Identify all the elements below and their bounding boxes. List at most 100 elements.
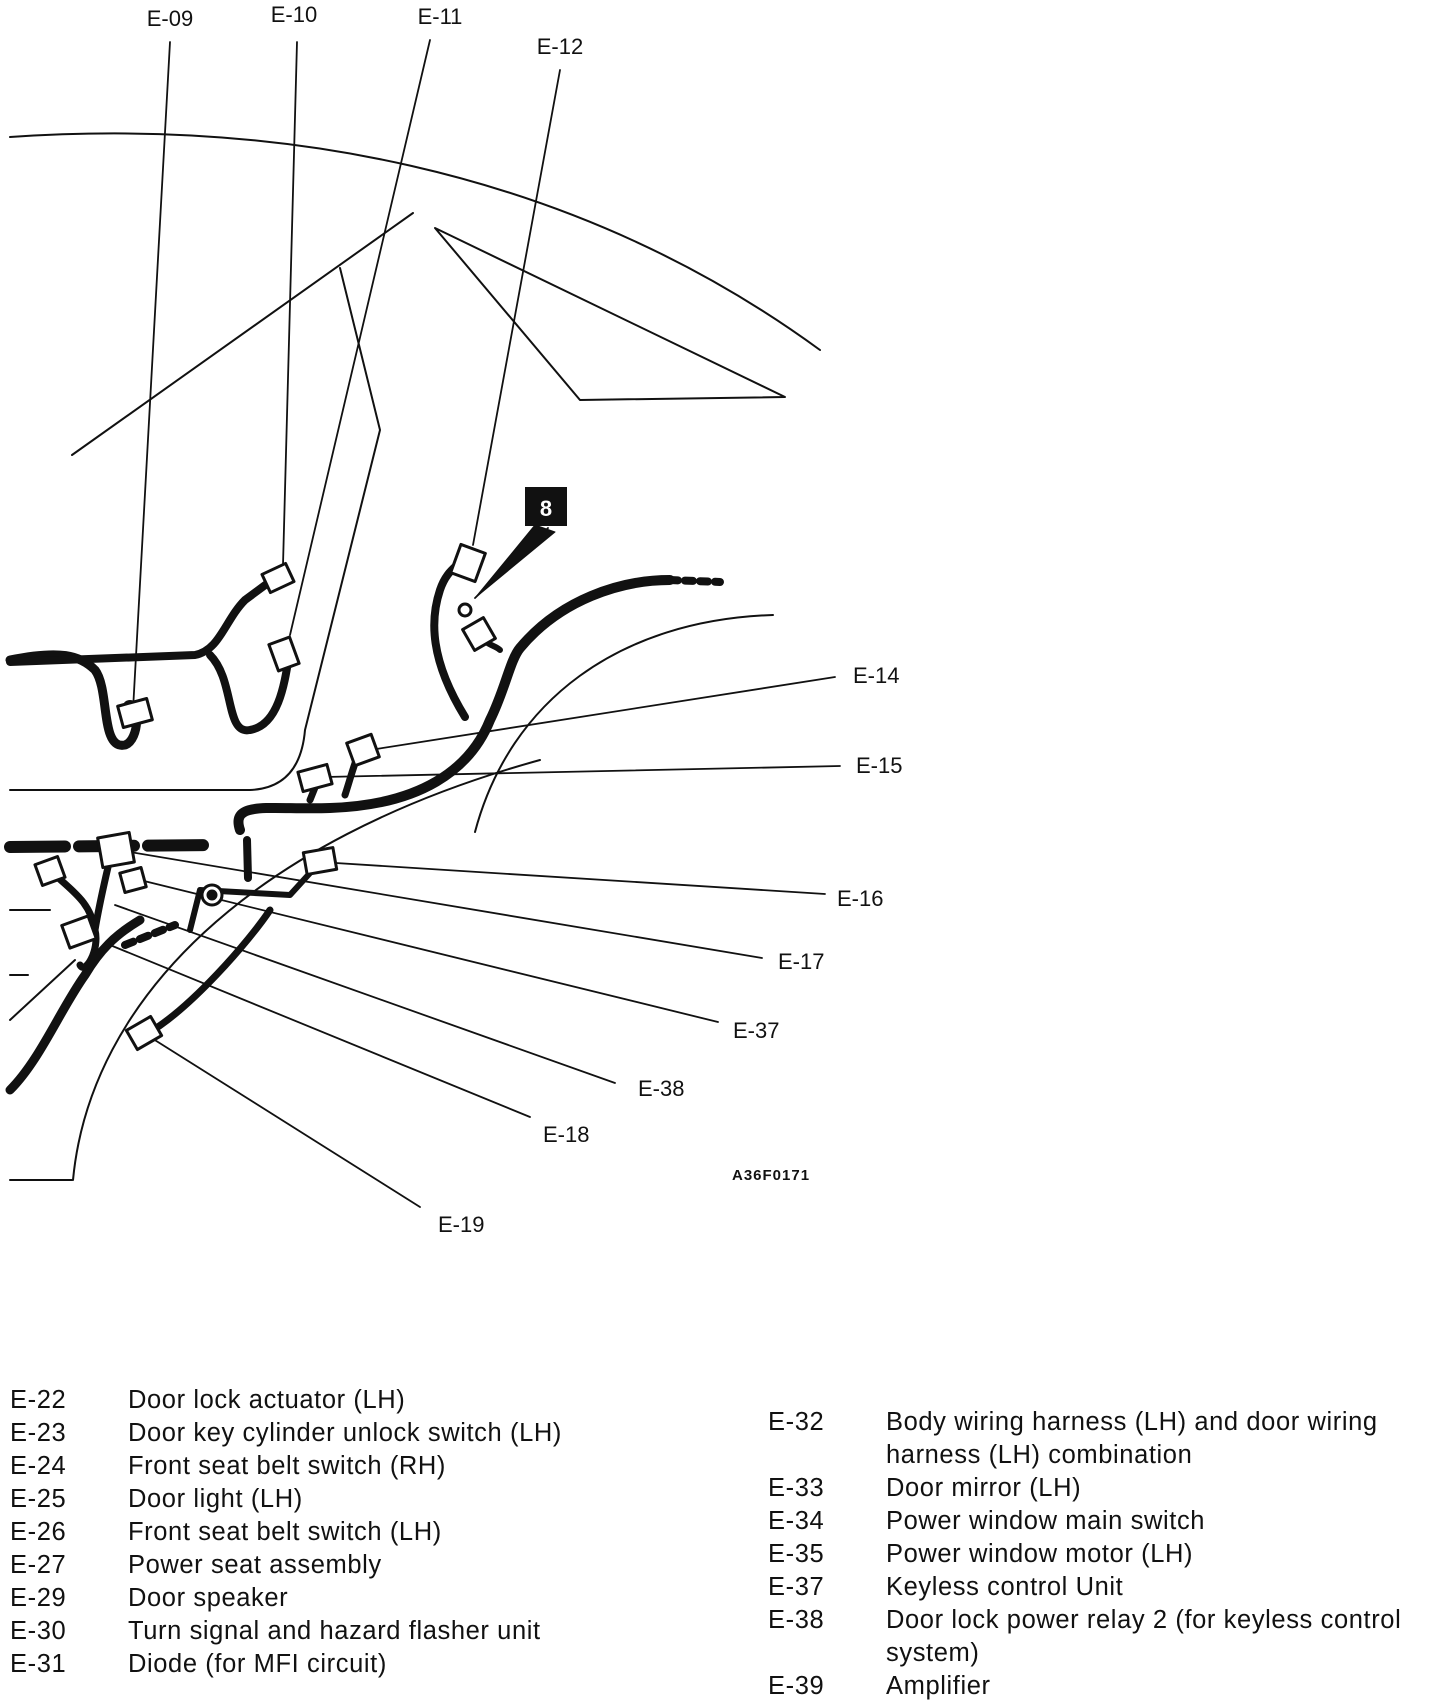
connector-relay-stud xyxy=(457,602,473,618)
badge-pointer xyxy=(474,524,556,599)
leader-e12 xyxy=(472,69,561,546)
harness-16 xyxy=(187,859,323,933)
legend-desc: Power window motor (LH) xyxy=(886,1540,1194,1568)
connector-e10 xyxy=(260,561,296,595)
harness-upper xyxy=(5,650,142,750)
legend-row: E-27 Power seat assembly xyxy=(10,1549,690,1582)
callout-e10: E-10 xyxy=(271,2,317,27)
harness-upper-branch xyxy=(206,646,294,735)
leader-e16 xyxy=(319,861,826,895)
legend-row: E-30 Turn signal and hazard flasher unit xyxy=(10,1615,690,1648)
legend-code: E-39 xyxy=(768,1672,825,1700)
connector-e18 xyxy=(60,914,98,950)
legend-desc: Power seat assembly xyxy=(128,1551,382,1579)
leader-e19 xyxy=(149,1036,421,1208)
leader-e17 xyxy=(117,849,763,959)
legend-row: E-32 Body wiring harness (LH) and door wi… xyxy=(768,1406,1440,1472)
callout-e09: E-09 xyxy=(147,6,193,31)
legend-row: E-29 Door speaker xyxy=(10,1582,690,1615)
harness-lower-main xyxy=(5,915,145,1095)
legend-code: E-30 xyxy=(10,1617,67,1645)
section-badge: 8 xyxy=(540,496,552,521)
harness-main xyxy=(233,575,675,835)
legend-desc: Door mirror (LH) xyxy=(886,1474,1082,1502)
connector-e38 xyxy=(33,855,67,887)
legend-code: E-27 xyxy=(10,1551,67,1579)
legend-code: E-25 xyxy=(10,1485,67,1513)
connector-relay xyxy=(461,616,497,652)
leader-e18 xyxy=(109,944,531,1118)
harness-riser xyxy=(430,556,469,721)
lower-line-3 xyxy=(9,959,76,1021)
callout-e12: E-12 xyxy=(537,34,583,59)
wiring-harness-diagram: 8 E-09 E-10 E-11 E-12 E-14 E-15 E-16 E-1… xyxy=(4,2,902,1237)
legend-row: E-25 Door light (LH) xyxy=(10,1483,690,1516)
legend-code: E-34 xyxy=(768,1507,825,1535)
legend-desc: Diode (for MFI circuit) xyxy=(128,1650,387,1678)
connector-e09 xyxy=(116,696,154,730)
legend-desc: Door key cylinder unlock switch (LH) xyxy=(128,1419,562,1447)
pillar-line xyxy=(71,212,414,456)
legend-code: E-22 xyxy=(10,1386,67,1414)
legend-desc: Door speaker xyxy=(128,1584,289,1612)
legend-left-column: E-22 Door lock actuator (LH) E-23 Door key… xyxy=(10,1384,690,1681)
connector-e12 xyxy=(449,542,487,584)
legend-code: E-35 xyxy=(768,1540,825,1568)
legend-desc: Turn signal and hazard flasher unit xyxy=(128,1617,541,1645)
leader-e15 xyxy=(324,765,841,778)
callout-e14: E-14 xyxy=(853,663,899,688)
legend-row: E-26 Front seat belt switch (LH) xyxy=(10,1516,690,1549)
legend-right-column: E-32 Body wiring harness (LH) and door wi… xyxy=(768,1406,1440,1703)
connector-e16 xyxy=(301,846,339,876)
section-badge-box xyxy=(525,487,567,526)
legend-row: E-37 Keyless control Unit xyxy=(768,1571,1440,1604)
harness-19 xyxy=(141,906,274,1039)
legend-code: E-23 xyxy=(10,1419,67,1447)
figure-code: A36F0171 xyxy=(732,1167,810,1184)
leader-e11 xyxy=(289,39,431,636)
harness-dashed-top xyxy=(666,576,724,586)
legend-desc: Front seat belt switch (LH) xyxy=(128,1518,442,1546)
legend-code: E-29 xyxy=(10,1584,67,1612)
leader-e38 xyxy=(114,904,616,1084)
connector-e19 xyxy=(124,1014,164,1052)
legend-desc: Amplifier xyxy=(886,1672,991,1700)
harness-dashed-lower xyxy=(121,921,179,949)
legend-code: E-38 xyxy=(768,1606,825,1634)
legend-code: E-32 xyxy=(768,1408,825,1436)
legend-desc: Body wiring harness (LH) and door wiring… xyxy=(886,1408,1378,1469)
leader-e09 xyxy=(132,41,171,711)
callout-e37: E-37 xyxy=(733,1018,779,1043)
fender-arc-outer xyxy=(474,614,774,833)
legend-desc: Door lock actuator (LH) xyxy=(128,1386,406,1414)
leader-e37 xyxy=(139,879,719,1023)
callout-e38: E-38 xyxy=(638,1076,684,1101)
legend-row: E-38 Door lock power relay 2 (for keyless… xyxy=(768,1604,1440,1670)
connector-e17 xyxy=(96,830,136,870)
legend-row: E-22 Door lock actuator (LH) xyxy=(10,1384,690,1417)
callout-e11: E-11 xyxy=(418,4,463,29)
legend-row: E-39 Amplifier xyxy=(768,1670,1440,1703)
connector-e11 xyxy=(267,635,301,673)
legend-code: E-26 xyxy=(10,1518,67,1546)
legend-desc: Door light (LH) xyxy=(128,1485,303,1513)
door-edge-line xyxy=(9,267,381,791)
legend-row: E-34 Power window main switch xyxy=(768,1505,1440,1538)
callout-e19: E-19 xyxy=(438,1212,484,1237)
connector-ground-inner xyxy=(206,889,218,901)
fender-arc-inner xyxy=(72,759,541,1181)
roof-outline xyxy=(9,132,821,351)
callout-e15: E-15 xyxy=(856,753,902,778)
legend-desc: Keyless control Unit xyxy=(886,1573,1124,1601)
callout-e17: E-17 xyxy=(778,949,824,974)
harness-upper-main xyxy=(6,576,276,666)
legend-desc: Door lock power relay 2 (for keyless con… xyxy=(886,1606,1402,1667)
leader-e14 xyxy=(369,676,836,751)
connector-e37 xyxy=(118,865,148,895)
leader-e10 xyxy=(282,41,298,566)
legend-desc: Power window main switch xyxy=(886,1507,1206,1535)
legend-row: E-23 Door key cylinder unlock switch (LH) xyxy=(10,1417,690,1450)
legend-code: E-37 xyxy=(768,1573,825,1601)
